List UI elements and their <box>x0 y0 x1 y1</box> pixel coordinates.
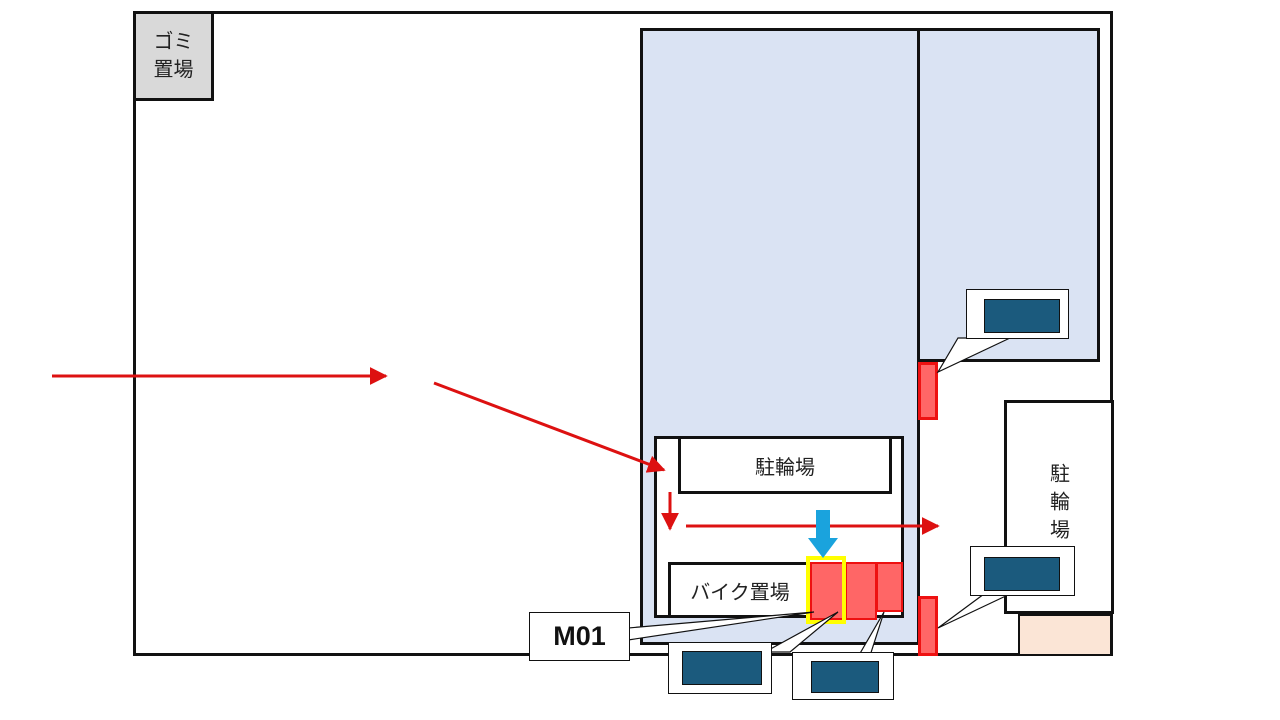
bicycle-parking-right-label: 駐輪場 <box>1046 463 1071 547</box>
marker-code-label: M01 <box>553 621 606 651</box>
highlighted-space-3[interactable] <box>876 562 903 612</box>
highlighted-space-2[interactable] <box>845 562 877 620</box>
bicycle-parking-center-label: 駐輪場 <box>755 454 815 479</box>
selected-space-frame[interactable] <box>806 556 846 624</box>
photo-thumbnail-icon[interactable] <box>984 299 1060 333</box>
garbage-area <box>133 11 214 101</box>
utility-area <box>1018 614 1112 656</box>
photo-thumbnail-icon[interactable] <box>811 661 879 693</box>
photo-thumbnail-icon[interactable] <box>682 651 762 685</box>
bicycle-parking-center <box>678 436 892 494</box>
photo-thumbnail-icon[interactable] <box>984 557 1060 591</box>
highlighted-marker-lower[interactable] <box>918 596 938 656</box>
garbage-area-label: ゴミ 置場 <box>153 29 194 81</box>
highlighted-marker-upper[interactable] <box>918 362 938 420</box>
marker-code-box <box>529 612 630 661</box>
bike-parking-label: バイク置場 <box>690 579 790 604</box>
highlighted-space-1[interactable] <box>810 562 846 620</box>
